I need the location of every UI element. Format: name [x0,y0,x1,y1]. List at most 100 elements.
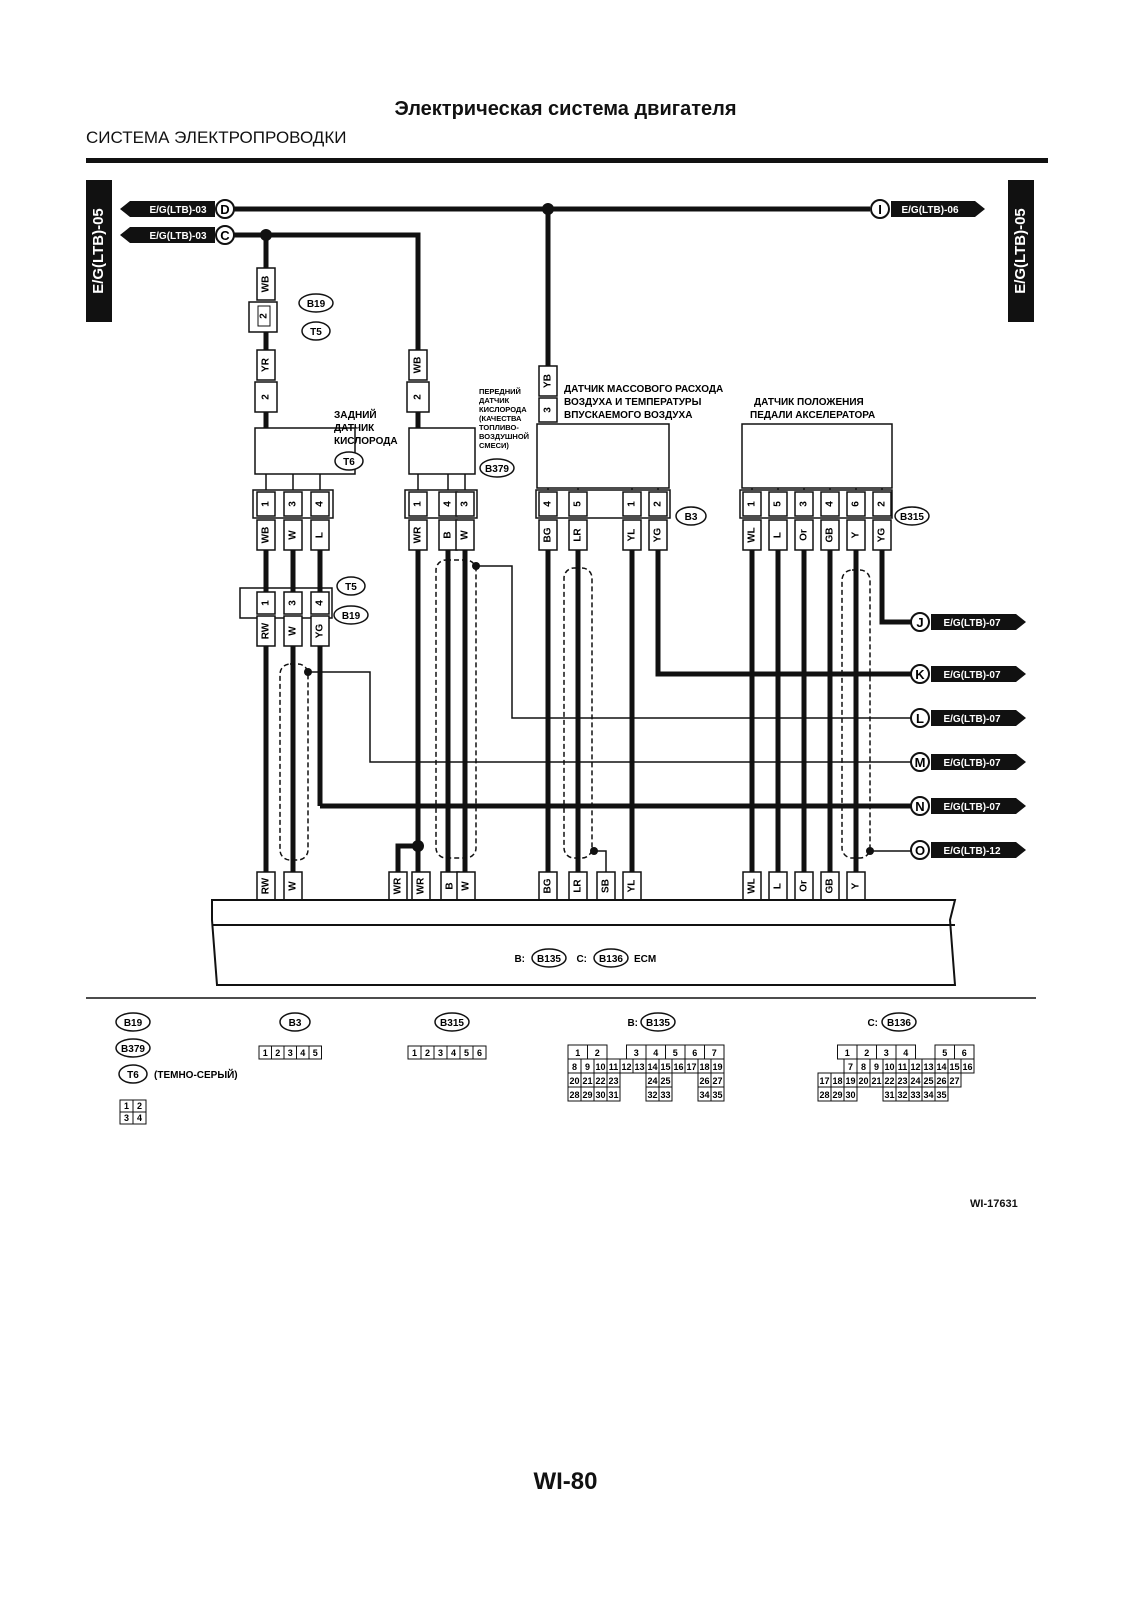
wire-label: LR [573,879,584,893]
b135-pin-label: 5 [673,1048,678,1058]
wire-label: 5 [773,501,784,507]
wire-label: 4 [443,501,454,507]
top-bus-i: I E/G(LTB)-06 [870,199,985,219]
svg-text:ДАТЧИК МАССОВОГО РАСХОДА: ДАТЧИК МАССОВОГО РАСХОДА [564,384,723,395]
wire-label: YG [877,528,888,543]
connector-legend: B19 B379 T6 (ТЕМНО-СЕРЫЙ) B3 B315 B: B13… [115,1012,975,1125]
b135-pin-label: 17 [686,1062,696,1072]
pedal-connector [739,489,893,519]
wire-label: 3 [288,600,299,606]
svg-text:WB: WB [413,357,424,374]
wire-label: 1 [747,501,758,507]
front-o2-upper: WB 2 ПЕРЕДНИЙ ДАТЧИК КИСЛОРОДА (КАЧЕСТВА… [406,349,529,478]
b135-pin-label: 13 [634,1062,644,1072]
b136-pin [934,1086,949,1102]
pedal-box [741,423,893,489]
pedal-pin-box [768,491,788,517]
svg-text:ВОЗДУШНОЙ: ВОЗДУШНОЙ [479,432,529,441]
ecm-label: ECM [634,954,656,965]
maf-pin-box [538,491,558,517]
pedal-pin-box [820,491,840,517]
b135-pin-label: 16 [673,1062,683,1072]
b136-pin-label: 12 [910,1062,920,1072]
t6-pin-label: 4 [137,1113,142,1123]
shield-dot [590,847,598,855]
shield [841,569,871,859]
pedal-pin-box [794,491,814,517]
pedal-pin-box [742,491,762,517]
rear-pin-box [256,491,276,517]
ref-arrow [931,666,1026,682]
svg-text:СМЕСИ): СМЕСИ) [479,441,509,450]
rear-o2-upper: WB 2 B19 T5 YR 2 ЗАДНИЙ ДАТЧИК КИСЛОРОДА… [248,267,398,475]
b135-pin [710,1086,725,1102]
b136-pin-label: 35 [936,1090,946,1100]
b315-pin-label: 3 [438,1048,443,1058]
maf-connector [535,489,671,519]
shield-wire [308,671,911,763]
b136-pin-label: 21 [871,1076,881,1086]
b135-pin-label: 3 [634,1048,639,1058]
wire-label: 4 [825,501,836,507]
wire-label: RW [261,622,272,639]
b135-pin-label: 18 [699,1062,709,1072]
wire-label: 4 [543,501,554,507]
wire-label: 2 [877,501,888,507]
svg-text:B135: B135 [646,1018,670,1029]
b136-pin-label: 11 [898,1062,908,1072]
svg-text:2: 2 [413,394,424,400]
t6-pin [132,1111,147,1125]
ref-label: E/G(LTB)-07 [943,758,1000,769]
svg-text:2: 2 [259,313,270,319]
svg-text:ПЕРЕДНИЙ: ПЕРЕДНИЙ [479,387,521,396]
b135-pin [658,1086,673,1102]
b135-pin-label: 25 [660,1076,670,1086]
ecm-block: B: B135 C: B136 ECM [211,899,957,986]
ref-i-label: E/G(LTB)-06 [901,205,958,216]
b135-pin-label: 7 [712,1048,717,1058]
ecm-b136-tag: B136 [599,954,623,965]
ref-d-label: E/G(LTB)-03 [149,205,206,216]
svg-text:YB: YB [543,374,554,388]
b136-pin-label: 24 [910,1076,920,1086]
shield-wire [476,565,911,719]
wire-label: 4 [315,600,326,606]
b136-pin-label: 8 [861,1062,866,1072]
b136-pin-label: 3 [884,1048,889,1058]
maf-pin-box [648,491,668,517]
svg-text:ВПУСКАЕМОГО ВОЗДУХА: ВПУСКАЕМОГО ВОЗДУХА [564,410,692,421]
wire-label: YG [653,528,664,543]
b136-pin-label: 14 [936,1062,946,1072]
t6-pin-label: 2 [137,1101,142,1111]
ref-circle [910,840,930,860]
b135-pin-label: 19 [712,1062,722,1072]
b136-pin-label: 20 [858,1076,868,1086]
b315-pin [472,1045,487,1060]
wire-label: 5 [573,501,584,507]
left-tab-label: E/G(LTB)-05 [90,208,107,294]
wire-label: BG [543,878,554,893]
b136-pin-label: 7 [848,1062,853,1072]
wire-label: WR [416,877,427,894]
wire-layer: 1WB3W4L1WR4B3W4BG5LR1YL2YG1WL5L3Or4GB6Y2… [252,474,1026,927]
b136-pin-label: 26 [936,1076,946,1086]
b3-tag: B3 [685,512,698,523]
b3-pin-label: 3 [288,1048,293,1058]
ref-letter: J [916,615,923,630]
ecm-b135-tag: B135 [537,954,561,965]
wire-label: GB [825,879,836,894]
right-tab-label: E/G(LTB)-05 [1012,208,1029,294]
shield [563,567,593,859]
b136-pin [843,1086,858,1102]
wire-label: BG [543,527,554,542]
svg-text:B315: B315 [440,1018,464,1029]
top-bus-d: E/G(LTB)-03 D [120,199,870,219]
ref-label: E/G(LTB)-07 [943,802,1000,813]
b136-pin-label: 30 [845,1090,855,1100]
b136-pin-label: 16 [962,1062,972,1072]
b379-tag: B379 [485,464,509,475]
b135-pin-label: 15 [660,1062,670,1072]
wire-label: 1 [413,501,424,507]
wire-label: Y [851,882,862,889]
ref-label: E/G(LTB)-07 [943,714,1000,725]
